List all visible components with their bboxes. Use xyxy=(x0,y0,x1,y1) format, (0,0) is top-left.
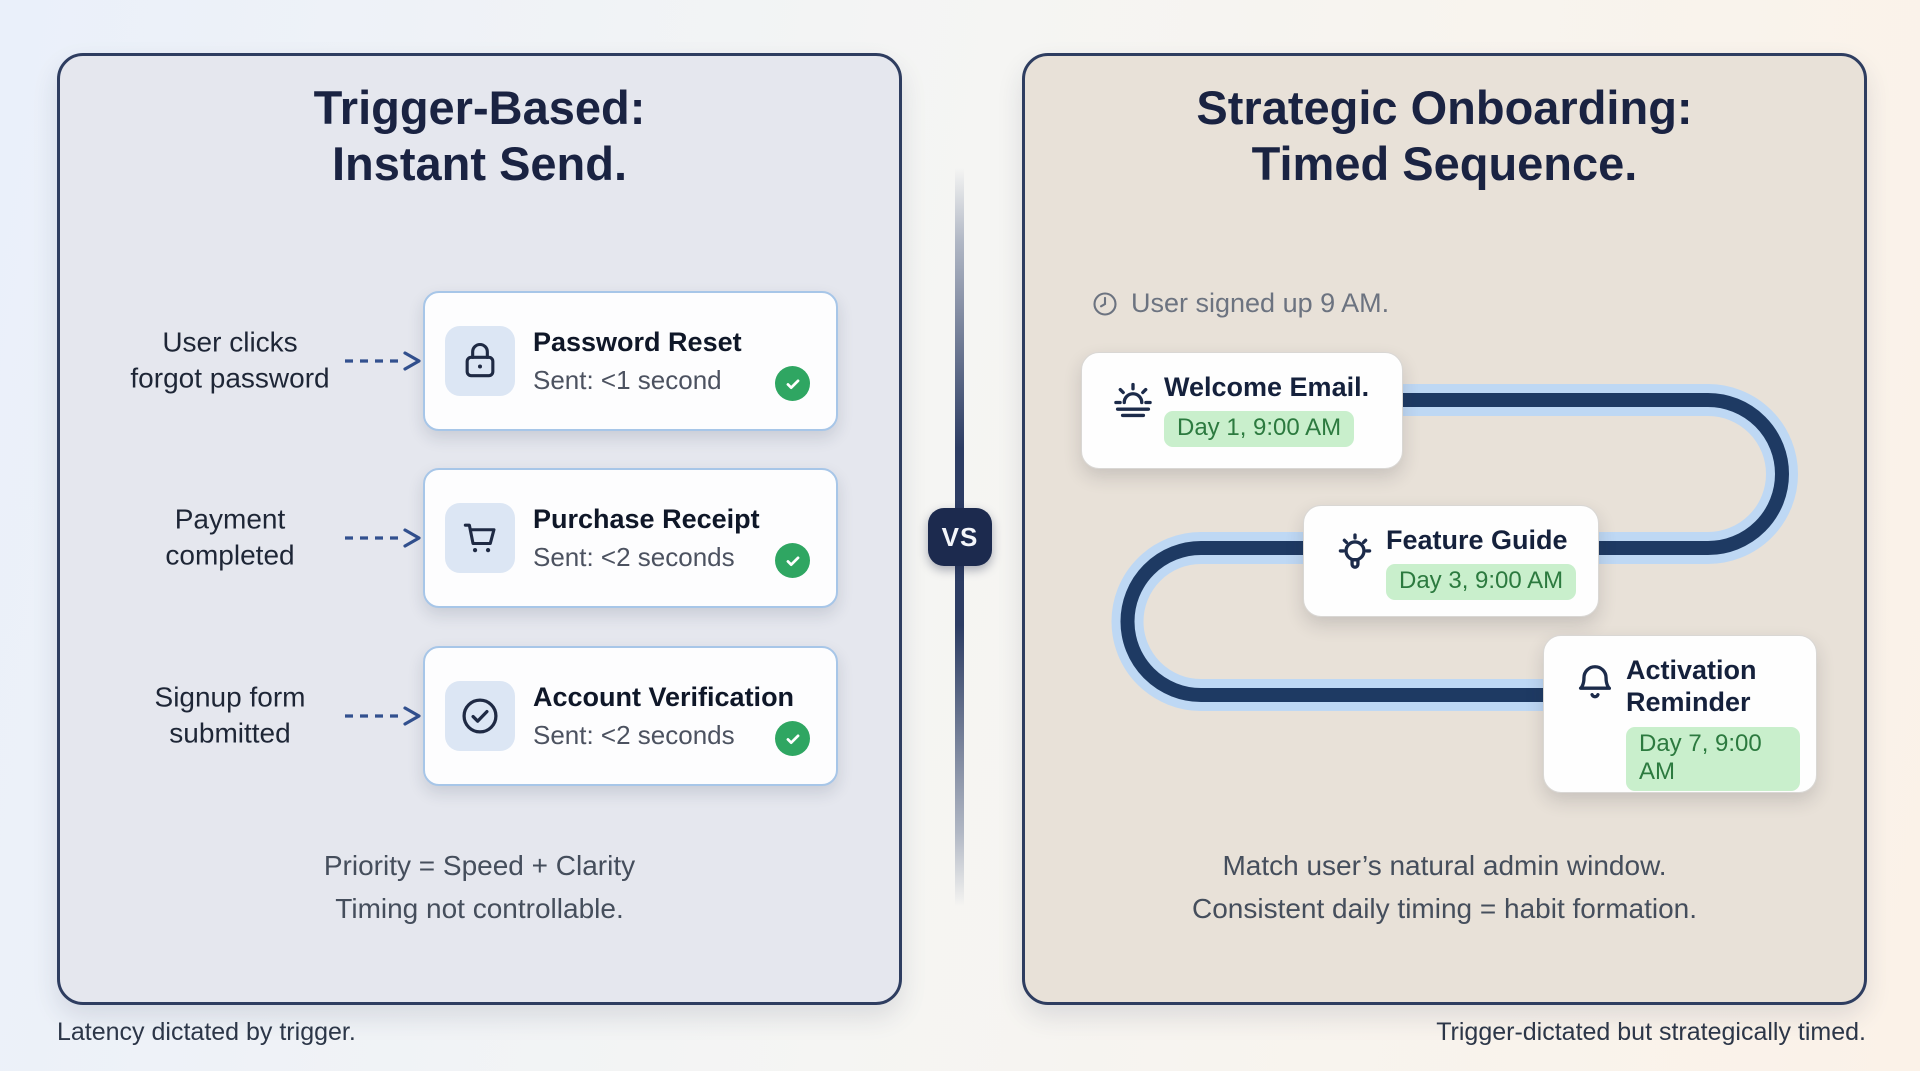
trigger-label-line1: User clicks xyxy=(162,326,298,358)
trigger-label: Signup form submitted xyxy=(95,680,365,753)
left-title-line2: Instant Send. xyxy=(331,137,628,191)
email-card-account-verification: Account Verification Sent: <2 seconds xyxy=(423,646,838,786)
step-card-feature-guide: Feature Guide Day 3, 9:00 AM xyxy=(1303,505,1599,617)
step-schedule-badge: Day 7, 9:00 AM xyxy=(1626,726,1800,791)
trigger-label-line2: submitted xyxy=(169,718,291,749)
left-caption: Latency dictated by trigger. xyxy=(57,1018,356,1046)
clock-icon xyxy=(1093,291,1117,316)
card-subtitle: Sent: <1 second xyxy=(533,364,722,395)
bell-icon xyxy=(1564,658,1626,776)
trigger-row-password-reset: User clicks forgot password Password Res… xyxy=(60,291,899,431)
step-card-activation-reminder: Activation Reminder Day 7, 9:00 AM xyxy=(1543,635,1817,793)
check-circle-icon xyxy=(775,543,810,578)
trigger-label: Payment completed xyxy=(95,502,365,575)
right-title-line1: Strategic Onboarding: xyxy=(1196,81,1693,134)
trigger-row-purchase-receipt: Payment completed Purchase Receipt Sen xyxy=(60,468,899,608)
trigger-label-line2: completed xyxy=(165,540,295,571)
step-schedule-badge: Day 1, 9:00 AM xyxy=(1164,411,1355,448)
trigger-label-line2: forgot password xyxy=(130,363,330,394)
card-subtitle: Sent: <2 seconds xyxy=(533,541,735,572)
circle-check-icon xyxy=(445,681,515,751)
signup-note-text: User signed up 9 AM. xyxy=(1131,288,1390,318)
card-title: Password Reset xyxy=(533,326,742,357)
right-panel-title: Strategic Onboarding: Timed Sequence. xyxy=(1025,80,1864,193)
sunrise-icon xyxy=(1102,375,1164,452)
left-footer-line1: Priority = Speed + Clarity xyxy=(323,850,636,881)
email-card-password-reset: Password Reset Sent: <1 second xyxy=(423,291,838,431)
left-panel-title: Trigger-Based: Instant Send. xyxy=(60,80,899,193)
trigger-label: User clicks forgot password xyxy=(95,325,365,398)
right-caption: Trigger-dictated but strategically timed… xyxy=(1436,1018,1866,1046)
left-title-line1: Trigger-Based: xyxy=(313,81,646,134)
trigger-label-line1: Signup form xyxy=(154,681,306,713)
card-text: Password Reset Sent: <1 second xyxy=(533,327,742,396)
step-text: Activation Reminder Day 7, 9:00 AM xyxy=(1626,654,1800,791)
step-title: Activation Reminder xyxy=(1626,655,1757,718)
card-text: Purchase Receipt Sent: <2 seconds xyxy=(533,504,760,573)
signup-note: User signed up 9 AM. xyxy=(1091,288,1389,319)
card-text: Account Verification Sent: <2 seconds xyxy=(533,682,794,751)
strategic-onboarding-panel: Strategic Onboarding: Timed Sequence. Us… xyxy=(1022,53,1867,1005)
trigger-row-account-verification: Signup form submitted Account Verificati… xyxy=(60,646,899,786)
right-panel-footer: Match user’s natural admin window. Consi… xyxy=(1025,844,1864,931)
check-circle-icon xyxy=(775,721,810,756)
step-title: Feature Guide xyxy=(1386,525,1568,555)
dashed-arrow-icon xyxy=(345,706,421,726)
dashed-arrow-icon xyxy=(345,528,421,548)
right-footer-line1: Match user’s natural admin window. xyxy=(1222,850,1667,881)
card-title: Account Verification xyxy=(533,681,795,712)
step-title: Welcome Email. xyxy=(1164,372,1370,402)
step-text: Feature Guide Day 3, 9:00 AM xyxy=(1386,524,1577,601)
cart-icon xyxy=(445,503,515,573)
card-title: Purchase Receipt xyxy=(533,503,760,534)
step-card-welcome-email: Welcome Email. Day 1, 9:00 AM xyxy=(1081,352,1403,469)
email-card-purchase-receipt: Purchase Receipt Sent: <2 seconds xyxy=(423,468,838,608)
bulb-icon xyxy=(1324,528,1386,600)
step-schedule-badge: Day 3, 9:00 AM xyxy=(1386,564,1577,601)
trigger-label-line1: Payment xyxy=(174,503,286,535)
check-circle-icon xyxy=(775,366,810,401)
dashed-arrow-icon xyxy=(345,351,421,371)
step-text: Welcome Email. Day 1, 9:00 AM xyxy=(1164,371,1369,452)
vs-badge: VS xyxy=(928,508,992,566)
left-footer-line2: Timing not controllable. xyxy=(335,893,624,925)
right-title-line2: Timed Sequence. xyxy=(1251,137,1638,191)
vs-label: VS xyxy=(941,521,979,552)
lock-icon xyxy=(445,326,515,396)
left-panel-footer: Priority = Speed + Clarity Timing not co… xyxy=(60,844,899,931)
right-footer-line2: Consistent daily timing = habit formatio… xyxy=(1191,893,1698,925)
trigger-based-panel: Trigger-Based: Instant Send. User clicks… xyxy=(57,53,902,1005)
card-subtitle: Sent: <2 seconds xyxy=(533,719,735,750)
